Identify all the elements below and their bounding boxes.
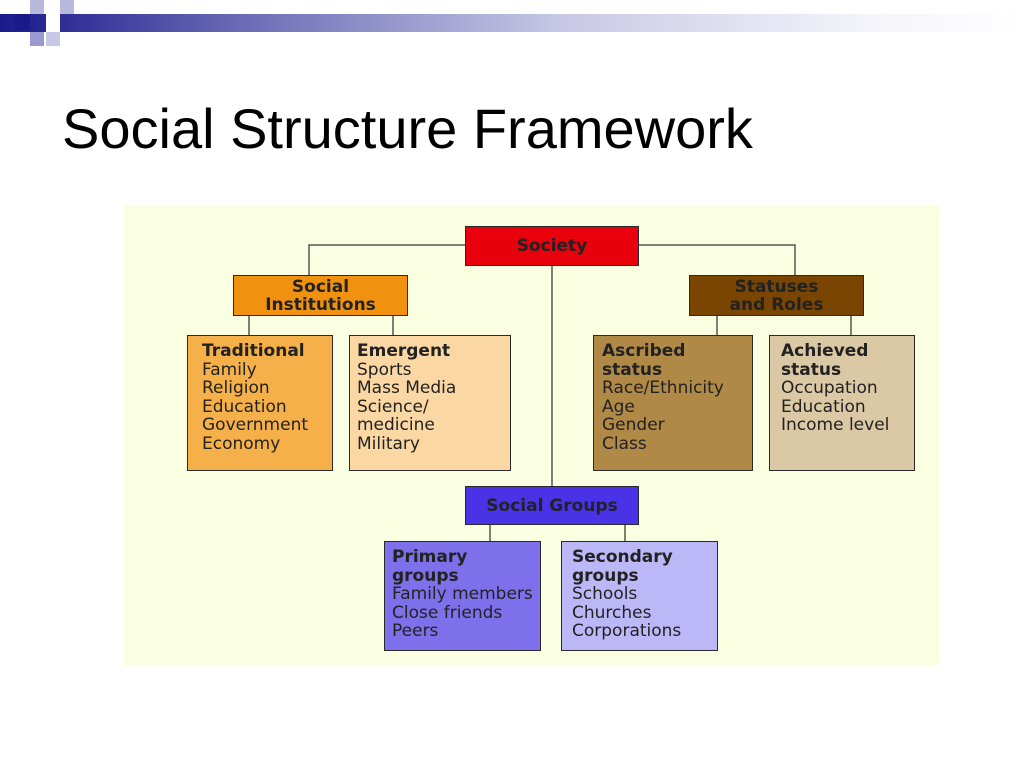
achieved-status-list: Occupation Education Income level: [781, 379, 914, 435]
connector-lines: [248, 244, 852, 541]
list-item: Government: [202, 415, 309, 435]
list-item: Sports: [357, 359, 412, 380]
emergent-box: Emergent Sports Mass Media Science/ medi…: [349, 335, 511, 471]
slide-title: Social Structure Framework: [62, 97, 753, 160]
emergent-list: Sports Mass Media Science/ medicine Mili…: [357, 359, 510, 454]
list-item: Corporations: [572, 621, 682, 641]
list-item: Income level: [781, 415, 890, 435]
deco-square-light: [30, 32, 44, 46]
header-gradient-bar: [0, 14, 1024, 32]
list-item: Schools: [572, 584, 638, 604]
traditional-title: Traditional: [202, 341, 305, 361]
traditional-box: Traditional Family Religion Education Go…: [187, 335, 333, 471]
social-institutions-box: Social Institutions: [233, 275, 408, 316]
list-item: Churches: [572, 602, 652, 623]
list-item: Age: [602, 396, 635, 417]
connector-society-institutions: [308, 244, 465, 275]
connector-society-statuses: [639, 244, 796, 275]
list-item: Religion: [202, 378, 270, 398]
traditional-list: Family Religion Education Government Eco…: [202, 359, 332, 454]
list-item: Science/: [357, 396, 429, 417]
list-item: Race/Ethnicity: [602, 378, 724, 398]
list-item: Education: [781, 396, 866, 417]
achieved-status-box: Achieved status Occupation Education Inc…: [769, 335, 915, 471]
social-groups-box: Social Groups: [465, 486, 639, 525]
list-item: Economy: [202, 433, 281, 454]
list-item: Class: [602, 433, 647, 454]
primary-groups-title: Primary groups: [392, 547, 468, 586]
primary-groups-list: Family members Close friends Peers: [392, 585, 540, 641]
social-institutions-label: Social Institutions: [265, 276, 376, 315]
list-item: Education: [202, 396, 287, 417]
list-item: Peers: [392, 621, 439, 641]
statuses-roles-label: Statuses and Roles: [729, 276, 824, 315]
social-groups-label: Social Groups: [486, 495, 618, 516]
primary-groups-box: Primary groups Family members Close frie…: [384, 541, 541, 651]
ascribed-status-box: Ascribed status Race/Ethnicity Age Gende…: [593, 335, 753, 471]
secondary-groups-list: Schools Churches Corporations: [572, 585, 717, 641]
secondary-groups-title: Secondary groups: [572, 547, 673, 586]
society-box: Society: [465, 226, 639, 266]
list-item: Family: [202, 359, 257, 380]
secondary-groups-box: Secondary groups Schools Churches Corpor…: [561, 541, 718, 651]
ascribed-status-title: Ascribed status: [602, 341, 686, 380]
list-item: Close friends: [392, 602, 503, 623]
achieved-status-title: Achieved status: [781, 341, 869, 380]
social-structure-diagram: Society Social Institutions Statuses and…: [123, 205, 939, 665]
list-item: medicine: [357, 415, 435, 435]
deco-square-dark: [14, 14, 30, 30]
society-label: Society: [516, 236, 588, 256]
statuses-roles-box: Statuses and Roles: [689, 275, 864, 316]
emergent-title: Emergent: [357, 341, 451, 361]
deco-square-light: [46, 14, 60, 32]
list-item: Occupation: [781, 378, 878, 398]
deco-square-light: [46, 32, 60, 46]
list-item: Military: [357, 433, 420, 454]
deco-square-light: [60, 0, 74, 14]
ascribed-status-list: Race/Ethnicity Age Gender Class: [602, 379, 752, 453]
list-item: Gender: [602, 415, 665, 435]
deco-square-light: [30, 0, 44, 14]
list-item: Family members: [392, 584, 533, 604]
list-item: Mass Media: [357, 378, 457, 398]
